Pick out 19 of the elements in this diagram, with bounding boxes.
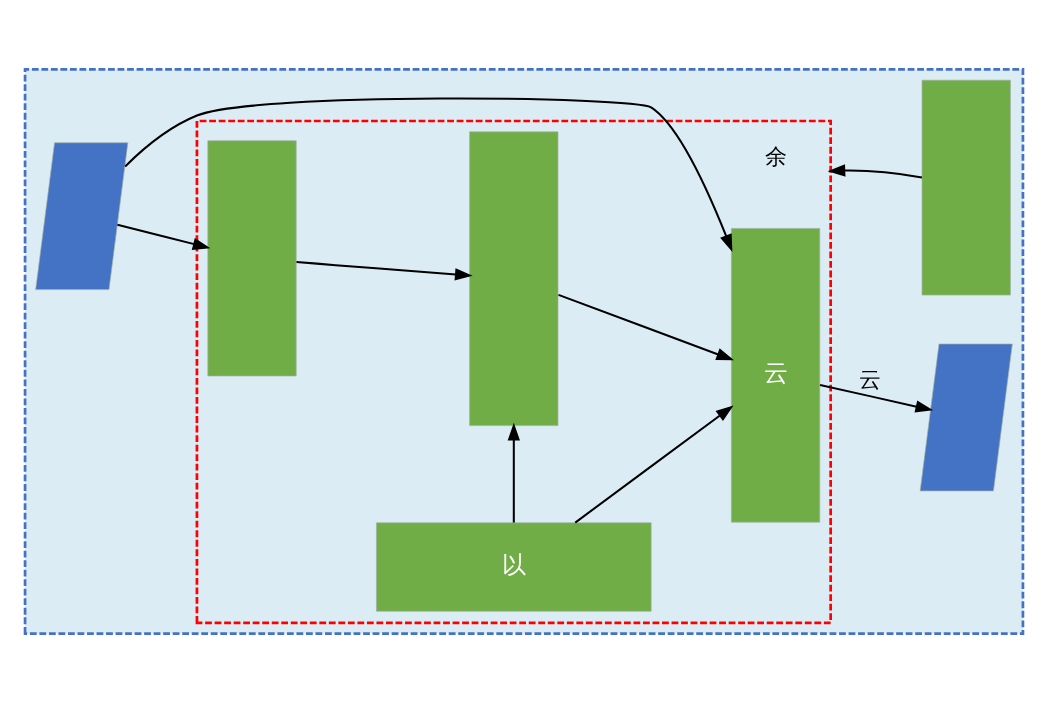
node-box: 云 [731, 227, 821, 522]
arrow [124, 97, 733, 252]
arrow [558, 293, 735, 360]
cluster [195, 119, 832, 624]
arrow [827, 163, 923, 179]
arrow [117, 223, 211, 250]
cluster [23, 67, 1025, 635]
edge-label: 云 [859, 366, 882, 392]
node-parallelogram [919, 343, 1013, 491]
node-box [469, 131, 559, 426]
arrow [296, 260, 473, 281]
node-parallelogram [35, 141, 129, 290]
node-box [921, 79, 1011, 295]
arrow [507, 422, 520, 523]
node-box: 以 [376, 522, 652, 612]
node-box [207, 139, 297, 376]
edge-label: 余 [764, 143, 787, 169]
arrow [819, 383, 934, 412]
arrow [574, 404, 734, 523]
